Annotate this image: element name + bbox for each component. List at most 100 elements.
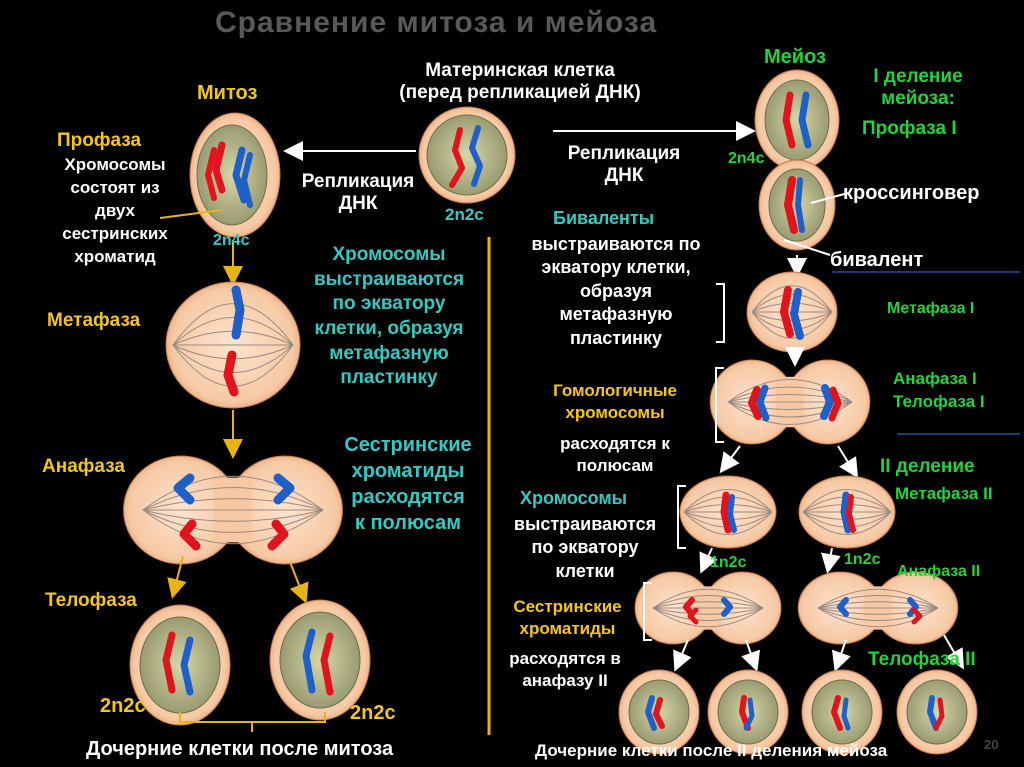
red-chromosome [267, 519, 289, 551]
metaphase-2-label: Метафаза II [895, 484, 993, 503]
blue-chromosome [241, 152, 253, 208]
metaphase-1-label: Метафаза I [887, 300, 975, 317]
arrow [837, 445, 859, 479]
blue-chromosome [721, 597, 733, 617]
red-chromosome [784, 176, 798, 234]
red-chromosome [179, 519, 201, 551]
red-chromosome [205, 147, 217, 201]
blue-chromosome [180, 636, 194, 696]
red-chromosome [720, 491, 732, 534]
spindle-fiber [142, 498, 324, 511]
arrow [719, 445, 741, 474]
spindle-fiber [683, 511, 773, 535]
chromosomes-2-heading: Хромосомы [520, 488, 628, 508]
chromosomes-2-description: выстраиваются по экватору клетки [513, 514, 657, 581]
red-chromosome [653, 697, 665, 729]
connector-line [810, 192, 849, 204]
spindle-fiber [652, 595, 764, 609]
spindle-fiber [683, 489, 773, 513]
connector-line [783, 239, 831, 256]
blue-chromosome [927, 695, 939, 731]
red-chromosome [162, 631, 176, 694]
blue-chromosome [841, 697, 851, 731]
sister-chromatids-description: расходятся в анафазу II [509, 649, 621, 691]
blue-chromosome [232, 146, 248, 204]
spindle-fiber [817, 601, 939, 609]
nucleus [764, 79, 830, 161]
blue-chromosome [231, 285, 245, 340]
telophase-label: Телофаза [45, 590, 137, 611]
spindle-fiber [652, 607, 764, 628]
meiosis-heading: Мейоз [764, 46, 826, 68]
blue-chromosome [907, 597, 919, 617]
blue-chromosome [173, 473, 195, 505]
prophase-label: Профаза [57, 130, 142, 151]
red-chromosome [933, 697, 945, 731]
blue-chromosome [645, 695, 657, 731]
bivalents-heading: Биваленты [553, 208, 655, 228]
mitosis-heading: Митоз [197, 82, 258, 104]
spindle-fiber [817, 607, 939, 615]
red-chromosome [780, 286, 794, 338]
red-chromosome [828, 386, 842, 422]
blue-chromosome [727, 494, 737, 533]
spindle-fiber [817, 588, 939, 609]
bracket [677, 485, 686, 549]
spindle-fiber [652, 588, 764, 609]
arrow [673, 639, 692, 672]
nucleus [717, 679, 779, 745]
spindle-fiber [172, 303, 294, 346]
bracket [716, 283, 725, 343]
meiosis-ploidy: 2n4c [728, 150, 765, 167]
red-chromosome [683, 597, 695, 617]
blue-chromosome [273, 473, 295, 505]
blue-chromosome [795, 177, 805, 233]
spindle-fiber [142, 487, 324, 511]
ploidy-1n2c-a: 1n2c [710, 554, 747, 571]
page-title: Сравнение митоза и мейоза [215, 6, 658, 39]
spindle-fiber [817, 607, 939, 621]
red-chromosome [831, 695, 843, 731]
spindle-fiber [172, 317, 294, 346]
mother-cell-label: Материнская клетка (перед репликацией ДН… [399, 60, 641, 103]
bivalent-label: бивалент [830, 249, 924, 271]
homologous-description-2: расходятся к полюсам [560, 434, 670, 476]
anaphase-1-label: Анафаза I Телофаза I [893, 369, 985, 411]
anaphase-label: Анафаза [42, 456, 125, 477]
nucleus [426, 114, 508, 196]
daughter-ploidy-2: 2n2c [350, 702, 396, 724]
blue-chromosome [743, 697, 755, 731]
metaphase-description: Хромосомы выстраиваются по экватору клет… [313, 244, 465, 389]
meiosis-1-heading: I деление мейоза: [873, 66, 963, 109]
telophase-2-label: Телофаза II [868, 649, 976, 670]
anaphase-description: Сестринские хроматиды расходятся к полюс… [344, 434, 472, 534]
spindle-fiber [652, 607, 764, 615]
red-chromosome [223, 350, 239, 397]
spindle-fiber [802, 489, 892, 513]
blue-chromosome [469, 125, 483, 187]
blue-chromosome [840, 491, 852, 534]
red-chromosome [846, 494, 856, 533]
red-chromosome [687, 607, 699, 625]
arrow [699, 547, 718, 574]
daughter-ploidy-1: 2n2c [100, 695, 146, 717]
prophase-1-label: Профаза I [862, 118, 957, 139]
spindle-fiber [751, 294, 833, 313]
arrow [831, 639, 851, 672]
spindle-fiber [142, 509, 324, 545]
metaphase-label: Метафаза [47, 310, 141, 331]
mother-ploidy: 2n2c [445, 205, 484, 224]
bivalents-description: выстраиваются по экватору клетки, образу… [531, 234, 701, 348]
spindle-fiber [142, 475, 324, 511]
arrow [167, 555, 187, 599]
arrow [943, 634, 965, 670]
arrow [821, 547, 841, 574]
spindle-fiber [142, 509, 324, 533]
red-chromosome [212, 141, 226, 194]
sister-chromatids-heading: Сестринские хроматиды [513, 597, 622, 639]
blue-chromosome [790, 288, 804, 340]
blue-chromosome [837, 597, 849, 617]
anaphase-2-label: Анафаза II [897, 563, 981, 580]
daughter-meiosis-caption: Дочерние клетки после II деления мейоза [535, 741, 888, 760]
